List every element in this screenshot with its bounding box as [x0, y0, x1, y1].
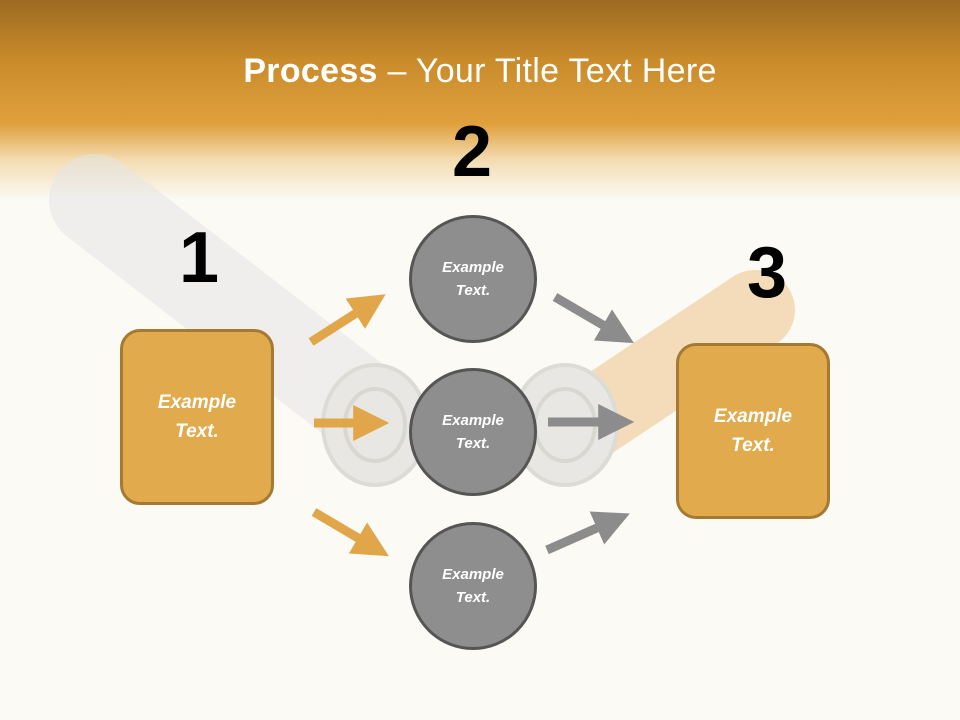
- step-2-circle-middle[interactable]: Example Text.: [409, 368, 537, 496]
- arrow-1-to-circle-bottom: [311, 508, 389, 557]
- header-band: [0, 0, 960, 200]
- step-2-circle-top[interactable]: Example Text.: [409, 215, 537, 343]
- step-1-label: Example Text.: [157, 392, 237, 442]
- circle-middle-label: Example Text.: [442, 412, 504, 452]
- arrow-circle-top-to-3: [552, 293, 634, 344]
- step-number-3: 3: [746, 233, 788, 313]
- step-number-2: 2: [451, 112, 493, 192]
- step-1-box[interactable]: Example Text.: [120, 329, 274, 505]
- step-2-circle-bottom[interactable]: Example Text.: [409, 522, 537, 650]
- circle-bottom-label: Example Text.: [442, 566, 504, 606]
- step-3-label: Example Text.: [713, 406, 793, 456]
- page-title: Process – Your Title Text Here: [0, 52, 960, 91]
- arrow-circle-bottom-to-3: [545, 511, 630, 555]
- title-bold: Process: [243, 52, 378, 90]
- title-rest: – Your Title Text Here: [377, 52, 717, 90]
- step-number-1: 1: [178, 218, 220, 298]
- circle-top-label: Example Text.: [442, 259, 504, 299]
- step-3-box[interactable]: Example Text.: [676, 343, 830, 519]
- arrow-1-to-circle-top: [308, 294, 386, 346]
